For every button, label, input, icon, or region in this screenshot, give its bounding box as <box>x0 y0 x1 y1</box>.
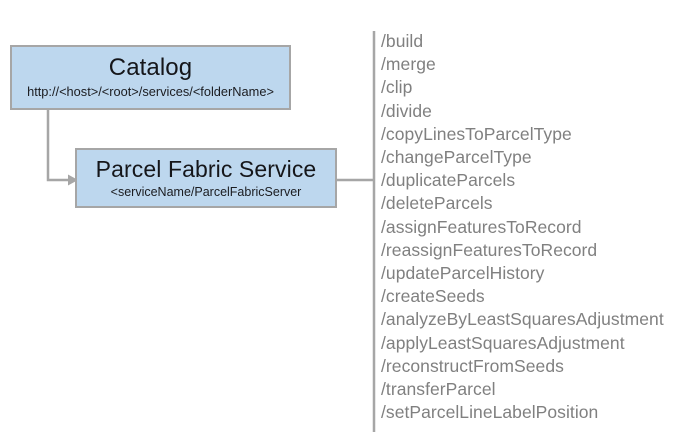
operation-item[interactable]: /applyLeastSquaresAdjustment <box>381 332 625 353</box>
catalog-node[interactable]: Catalog http://<host>/<root>/services/<f… <box>10 45 291 110</box>
operation-item[interactable]: /duplicateParcels <box>381 170 516 191</box>
operation-item[interactable]: /transferParcel <box>381 379 496 400</box>
operation-item[interactable]: /reassignFeaturesToRecord <box>381 239 598 260</box>
parcel-fabric-service-node-title: Parcel Fabric Service <box>95 155 317 182</box>
catalog-node-title: Catalog <box>108 54 193 82</box>
operation-item[interactable]: /clip <box>381 77 413 98</box>
operation-item[interactable]: /deleteParcels <box>381 193 493 214</box>
connector-catalog-to-service <box>46 110 68 182</box>
operation-item[interactable]: /merge <box>381 54 436 75</box>
operation-item[interactable]: /copyLinesToParcelType <box>381 123 572 144</box>
parcel-fabric-service-node[interactable]: Parcel Fabric Service <serviceName/Parce… <box>75 148 337 208</box>
operations-list: /build/merge/clip/divide/copyLinesToParc… <box>381 30 681 424</box>
operation-item[interactable]: /build <box>381 31 424 51</box>
operation-item[interactable]: /changeParcelType <box>381 147 532 168</box>
operation-item[interactable]: /divide <box>381 100 432 121</box>
catalog-node-url: http://<host>/<root>/services/<folderNam… <box>27 84 274 100</box>
operation-item[interactable]: /assignFeaturesToRecord <box>381 216 582 237</box>
operation-item[interactable]: /setParcelLineLabelPosition <box>381 402 599 423</box>
operation-item[interactable]: /analyzeByLeastSquaresAdjustment <box>381 309 664 330</box>
operation-item[interactable]: /reconstructFromSeeds <box>381 355 564 376</box>
operation-item[interactable]: /updateParcelHistory <box>381 263 545 284</box>
operation-item[interactable]: /createSeeds <box>381 286 485 307</box>
parcel-fabric-service-node-path: <serviceName/ParcelFabricServer <box>110 184 302 199</box>
